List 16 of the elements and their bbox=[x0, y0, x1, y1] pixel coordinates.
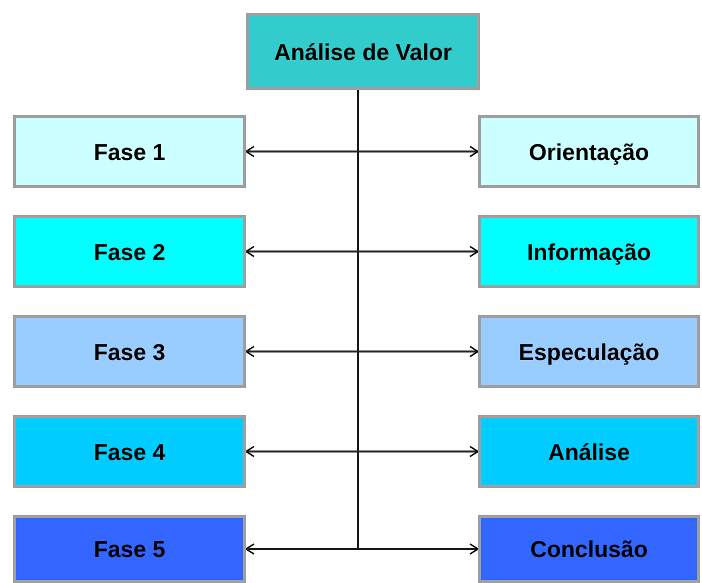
phase-box: Fase 5 bbox=[13, 515, 246, 583]
double-arrow bbox=[245, 543, 479, 555]
phase-box: Análise bbox=[478, 415, 700, 488]
double-arrow bbox=[245, 346, 479, 358]
phase-box: Fase 3 bbox=[13, 315, 246, 388]
phase-box: Informação bbox=[478, 215, 700, 288]
phase-box: Fase 2 bbox=[13, 215, 246, 288]
phase-box: Conclusão bbox=[478, 515, 700, 583]
phase-box: Especulação bbox=[478, 315, 700, 388]
phase-box: Orientação bbox=[478, 115, 700, 188]
phase-box: Fase 4 bbox=[13, 415, 246, 488]
double-arrow bbox=[245, 446, 479, 458]
phase-box: Fase 1 bbox=[13, 115, 246, 188]
title-box: Análise de Valor bbox=[246, 13, 480, 90]
double-arrow bbox=[245, 246, 479, 258]
double-arrow bbox=[245, 146, 479, 158]
